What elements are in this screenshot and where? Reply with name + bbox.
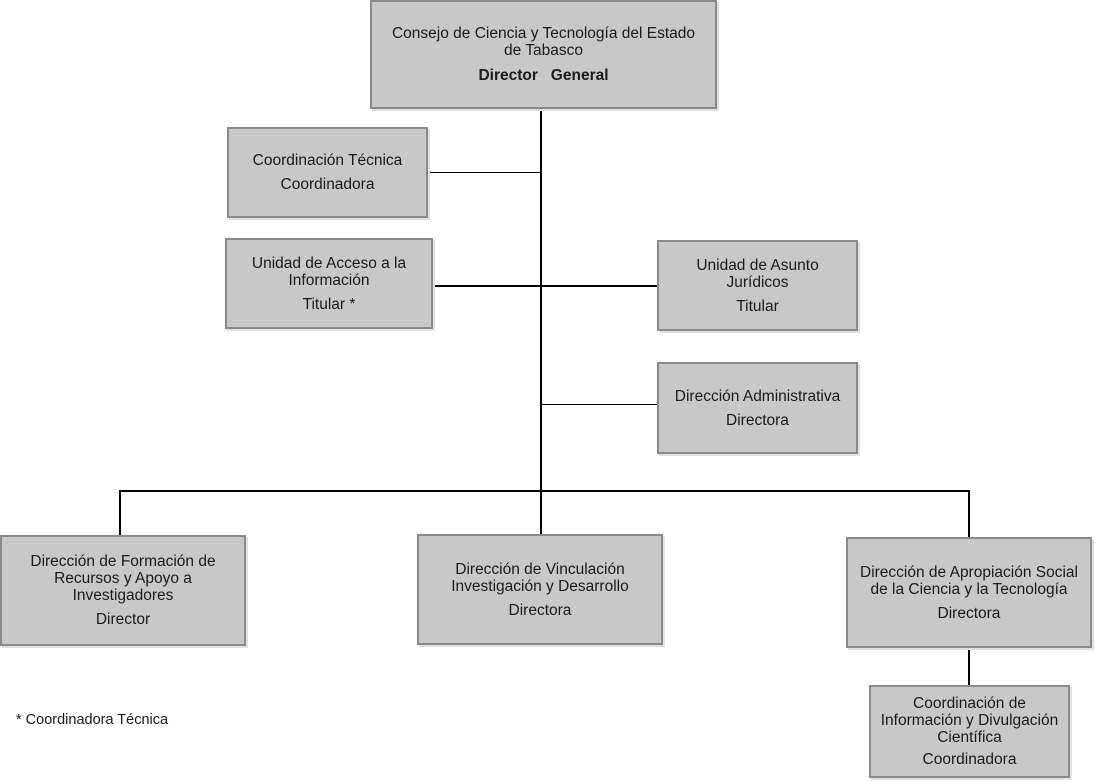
org-box-direccion-apropiacion-social: Dirección de Apropiación Social de la Ci… — [846, 537, 1092, 648]
connector-apropiacion-divulgacion — [968, 647, 970, 686]
org-box-direccion-formacion-recursos: Dirección de Formación de Recursos y Apo… — [0, 535, 246, 646]
org-box-role: Director — [95, 611, 151, 628]
connector-trunk — [540, 108, 542, 535]
org-box-name: Unidad de Acceso a la Información — [251, 254, 407, 289]
org-box-role: Titular — [736, 297, 779, 315]
org-box-name: Consejo de Ciencia y Tecnología del Esta… — [391, 25, 696, 59]
org-box-role: Director General — [478, 67, 609, 84]
org-box-name: Coordinación Técnica — [252, 152, 403, 169]
org-box-direccion-administrativa: Dirección Administrativa Directora — [657, 362, 858, 454]
connector-direccion-administrativa — [541, 404, 658, 405]
org-box-role: Coordinadora — [922, 751, 1017, 768]
org-box-name: Coordinación de Información y Divulgació… — [880, 695, 1059, 746]
org-box-coordinacion-divulgacion: Coordinación de Información y Divulgació… — [869, 685, 1070, 778]
connector-drop-formacion — [119, 490, 121, 536]
org-box-name: Dirección Administrativa — [674, 387, 841, 405]
org-box-name: Dirección de Vinculación Investigación y… — [451, 560, 629, 595]
connector-horizontal-bottom — [119, 490, 970, 492]
footnote: * Coordinadora Técnica — [16, 712, 169, 728]
connector-acceso-juridicos — [432, 285, 658, 287]
org-box-consejo-director-general: Consejo de Ciencia y Tecnología del Esta… — [370, 0, 717, 109]
org-box-role: Directora — [937, 604, 1001, 622]
org-box-name: Dirección de Apropiación Social de la Ci… — [860, 563, 1078, 598]
connector-drop-apropiacion — [968, 490, 970, 538]
org-box-role: Directora — [508, 601, 572, 619]
connector-coordinacion-tecnica — [427, 172, 541, 173]
org-box-direccion-vinculacion: Dirección de Vinculación Investigación y… — [417, 534, 663, 645]
org-box-role: Titular * — [302, 295, 356, 313]
org-box-role: Coordinadora — [280, 176, 375, 193]
org-box-unidad-acceso-informacion: Unidad de Acceso a la Información Titula… — [225, 238, 433, 329]
org-box-name: Unidad de Asunto Jurídicos — [696, 256, 819, 291]
org-box-coordinacion-tecnica: Coordinación Técnica Coordinadora — [227, 127, 428, 218]
org-box-role: Directora — [726, 411, 789, 429]
org-box-unidad-asunto-juridicos: Unidad de Asunto Jurídicos Titular — [657, 240, 858, 331]
org-box-name: Dirección de Formación de Recursos y Apo… — [30, 553, 216, 604]
